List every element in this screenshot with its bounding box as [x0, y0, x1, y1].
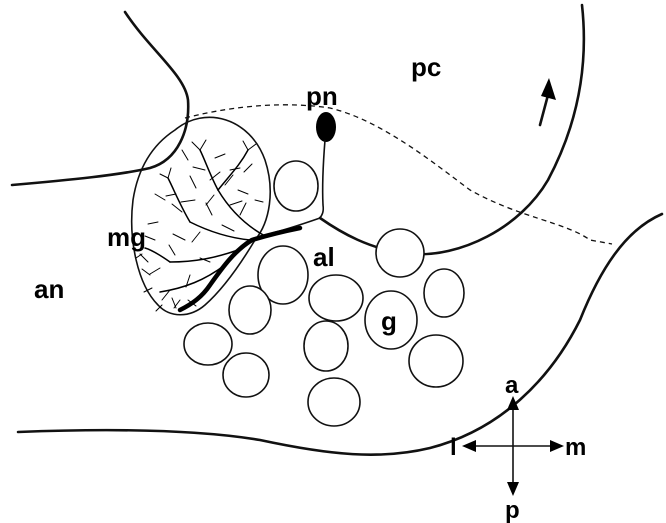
label-mg: mg: [107, 222, 146, 252]
label-al: al: [313, 242, 335, 272]
glomerulus: [409, 335, 463, 387]
glomerulus: [309, 275, 363, 321]
glomerulus: [376, 229, 424, 277]
compass-posterior: p: [505, 497, 520, 523]
glomerulus: [223, 353, 269, 397]
orientation-compass: a p l m: [450, 372, 586, 523]
glomerulus: [304, 321, 348, 371]
macroglomerulus-outline: [132, 117, 270, 314]
label-pc: pc: [411, 52, 441, 82]
label-an: an: [34, 274, 64, 304]
dashed-boundary: [185, 105, 612, 244]
glomerulus: [274, 161, 318, 211]
compass-anterior: a: [505, 372, 519, 399]
glomerulus: [229, 286, 271, 334]
compass-lateral: l: [450, 434, 457, 461]
glomerulus: [184, 323, 232, 365]
label-pn: pn: [306, 81, 338, 111]
right-outline: [320, 5, 584, 254]
label-g: g: [381, 306, 397, 336]
upper-left-outline: [12, 12, 188, 185]
direction-arrow: [540, 78, 556, 125]
glomerulus: [424, 269, 464, 317]
compass-medial: m: [565, 434, 586, 461]
glomerulus: [308, 378, 360, 426]
